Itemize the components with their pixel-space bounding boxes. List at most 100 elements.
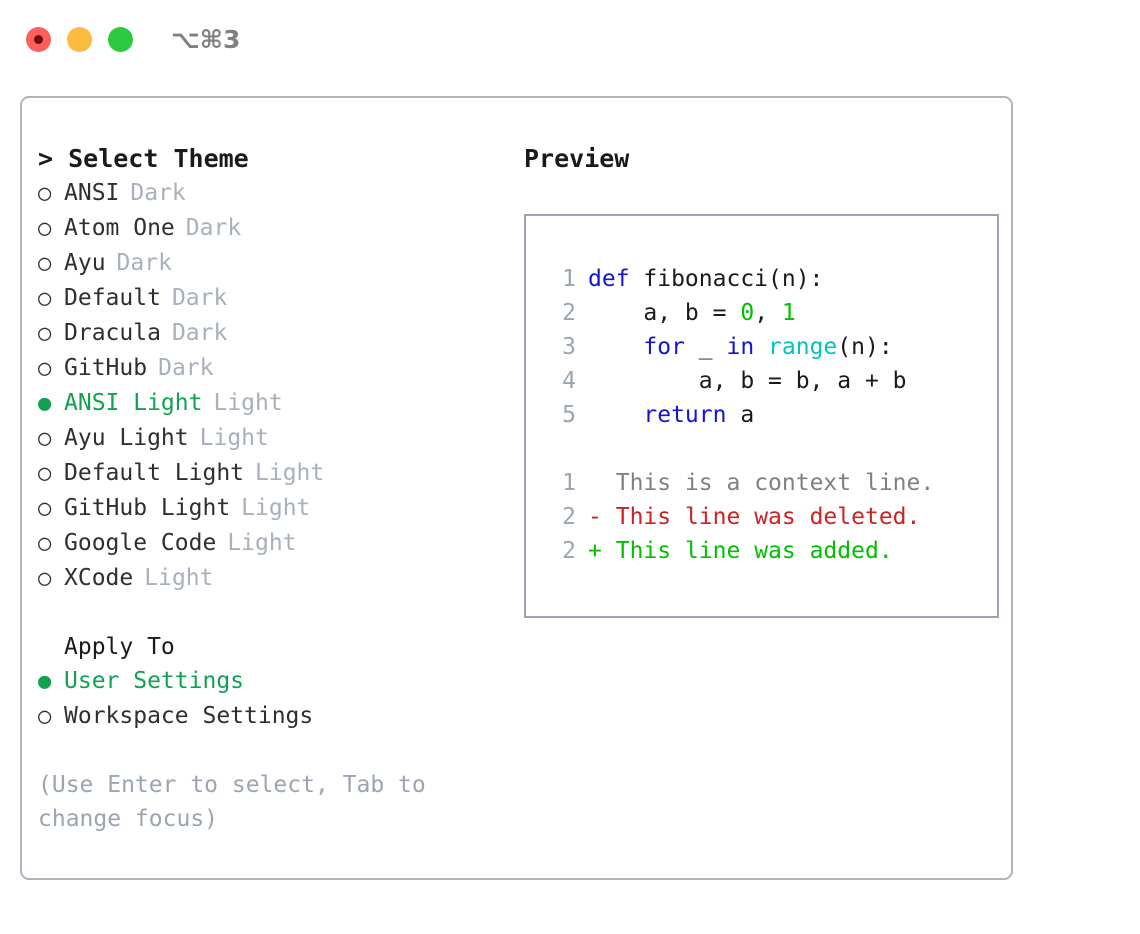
theme-option-ansi[interactable]: ○ ANSI Dark bbox=[38, 176, 500, 211]
theme-option-default-light[interactable]: ○ Default Light Light bbox=[38, 456, 500, 491]
theme-option-label: Dracula bbox=[64, 320, 161, 346]
theme-option-label: Default bbox=[64, 285, 161, 311]
diff-line-text: This is a context line. bbox=[615, 470, 935, 496]
theme-option-label: Default Light bbox=[64, 460, 245, 486]
code-token-fn: range bbox=[768, 334, 838, 360]
code-line-number: 1 bbox=[562, 266, 576, 292]
code-line: 5 return a bbox=[542, 398, 997, 432]
diff-gap bbox=[602, 466, 616, 500]
code-line-text: return a bbox=[588, 398, 754, 432]
theme-option-ansi-light[interactable]: ● ANSI Light Light bbox=[38, 386, 500, 421]
theme-option-label: Atom One bbox=[64, 215, 175, 241]
code-token-plain: a bbox=[726, 402, 755, 428]
code-token-kw: in bbox=[726, 334, 755, 360]
code-line-text: def fibonacci(n): bbox=[588, 262, 823, 296]
theme-variant-badge: Light bbox=[227, 530, 297, 556]
diff-line-number: 2 bbox=[562, 538, 576, 564]
radio-unselected-icon: ○ bbox=[38, 321, 52, 346]
radio-unselected-icon: ○ bbox=[38, 704, 52, 729]
theme-option-label: ANSI bbox=[64, 180, 120, 206]
radio-unselected-icon: ○ bbox=[38, 216, 52, 241]
radio-unselected-icon: ○ bbox=[38, 356, 52, 381]
code-token-kw: for bbox=[643, 334, 685, 360]
theme-option-dracula[interactable]: ○ Dracula Dark bbox=[38, 316, 500, 351]
diff-line-del: 2- This line was deleted. bbox=[542, 500, 997, 534]
code-line-text: a, b = b, a + b bbox=[588, 364, 907, 398]
radio-unselected-icon: ○ bbox=[38, 286, 52, 311]
code-token-num: 1 bbox=[781, 300, 796, 326]
diff-line-add: 2 + This line was added. bbox=[542, 534, 997, 568]
apply-option-label: Workspace Settings bbox=[64, 703, 314, 729]
preview-heading: Preview bbox=[524, 144, 630, 173]
code-line-text: for _ in range(n): bbox=[588, 330, 893, 364]
theme-variant-badge: Light bbox=[241, 495, 311, 521]
radio-unselected-icon: ○ bbox=[38, 461, 52, 486]
diff-line-ctx: 1 This is a context line. bbox=[542, 466, 997, 500]
code-line: 3 for _ in range(n): bbox=[542, 330, 997, 364]
radio-unselected-icon: ○ bbox=[38, 566, 52, 591]
keyboard-hint-text: (Use Enter to select, Tab to change focu… bbox=[38, 772, 440, 832]
diff-marker-icon: + bbox=[588, 538, 602, 564]
theme-option-label: Ayu Light bbox=[64, 425, 189, 451]
code-token-plain: , bbox=[754, 300, 782, 326]
theme-variant-badge: Dark bbox=[130, 180, 186, 206]
theme-option-github-light[interactable]: ○ GitHub Light Light bbox=[38, 491, 500, 526]
theme-variant-badge: Dark bbox=[116, 250, 172, 276]
code-token-plain: a, b = b, a + b bbox=[588, 368, 907, 394]
theme-variant-badge: Light bbox=[255, 460, 325, 486]
diff-marker-icon: - bbox=[588, 504, 602, 530]
theme-option-label: Ayu bbox=[64, 250, 106, 276]
spacer bbox=[542, 432, 997, 466]
theme-option-label: ANSI Light bbox=[64, 390, 203, 416]
diff-line-text: This line was added. bbox=[615, 538, 893, 564]
code-token-kw: return bbox=[643, 402, 727, 428]
diff-line-number: 2 bbox=[562, 504, 576, 530]
radio-unselected-icon: ○ bbox=[38, 496, 52, 521]
diff-line-number: 1 bbox=[562, 470, 576, 496]
code-token-plain: _ bbox=[684, 334, 727, 360]
apply-option-label: User Settings bbox=[64, 668, 245, 694]
theme-variant-badge: Dark bbox=[171, 320, 228, 346]
code-line-number: 3 bbox=[562, 334, 576, 360]
theme-option-label: XCode bbox=[64, 565, 134, 591]
apply-option-workspace-settings[interactable]: ○ Workspace Settings bbox=[38, 699, 500, 734]
radio-selected-icon: ● bbox=[38, 669, 52, 694]
minimize-button[interactable] bbox=[67, 26, 92, 52]
theme-option-label: GitHub Light bbox=[64, 495, 231, 521]
close-button[interactable] bbox=[26, 26, 51, 52]
diff-line-text: This line was deleted. bbox=[615, 504, 921, 530]
code-line: 1 def fibonacci(n): bbox=[542, 262, 997, 296]
theme-variant-badge: Light bbox=[213, 390, 283, 416]
code-line-text: a, b = 0, 1 bbox=[588, 296, 796, 330]
maximize-button[interactable] bbox=[108, 26, 133, 52]
theme-option-label: GitHub bbox=[64, 355, 148, 381]
code-line: 2 a, b = 0, 1 bbox=[542, 296, 997, 330]
theme-option-default[interactable]: ○ Default Dark bbox=[38, 281, 500, 316]
code-line-number: 5 bbox=[562, 402, 576, 428]
theme-variant-badge: Dark bbox=[171, 285, 228, 311]
diff-gap bbox=[602, 534, 616, 568]
radio-unselected-icon: ○ bbox=[38, 426, 52, 451]
radio-unselected-icon: ○ bbox=[38, 181, 52, 206]
code-token-kw: def bbox=[588, 266, 644, 292]
apply-option-user-settings[interactable]: ● User Settings bbox=[38, 664, 500, 699]
code-line: 4 a, b = b, a + b bbox=[542, 364, 997, 398]
code-token-plain: (n): bbox=[837, 334, 893, 360]
radio-selected-icon: ● bbox=[38, 391, 52, 416]
keyboard-shortcut-label: ⌥⌘3 bbox=[171, 24, 241, 54]
window-titlebar: ⌥⌘3 bbox=[0, 0, 1140, 78]
code-token-plain: a, b = bbox=[588, 300, 741, 326]
radio-unselected-icon: ○ bbox=[38, 531, 52, 556]
